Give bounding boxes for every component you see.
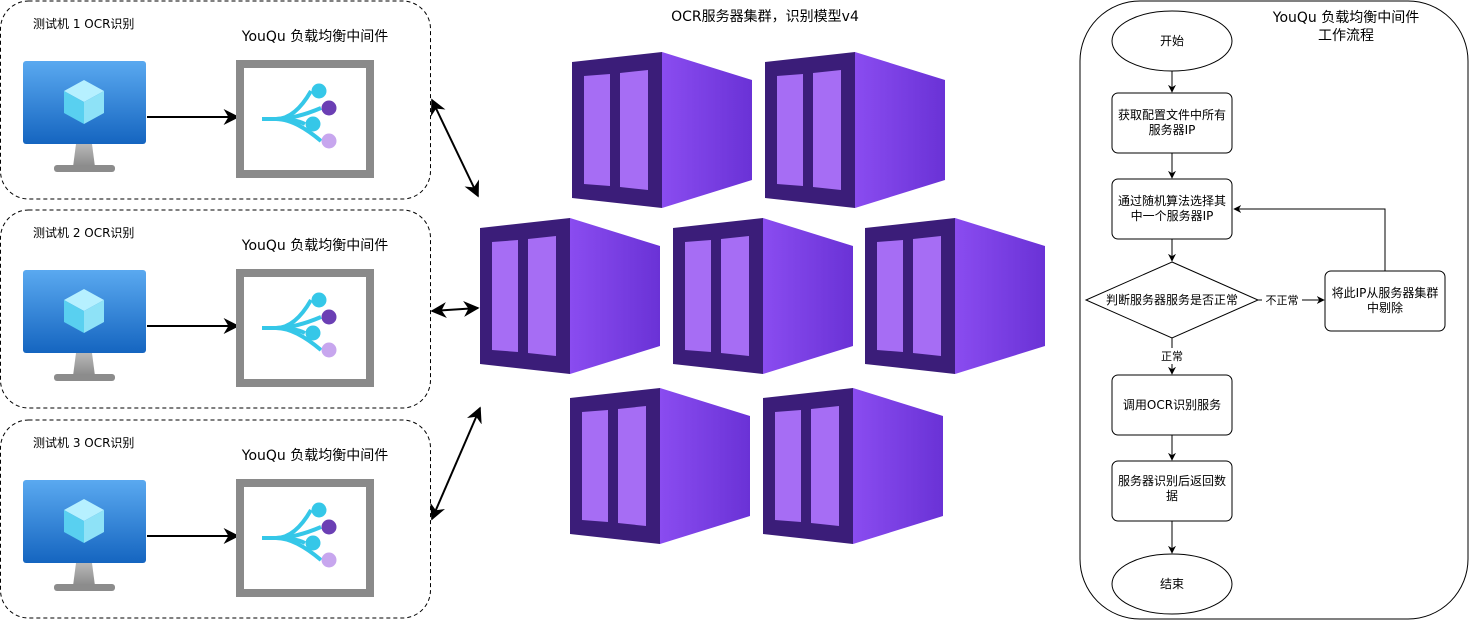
flow-no-label: 不正常 — [1266, 294, 1299, 307]
server-container-icon — [673, 218, 853, 374]
test-machine-label: 测试机 2 OCR识别 — [33, 225, 134, 240]
middleware-label: YouQu 负载均衡中间件 — [241, 448, 388, 464]
flow-step-get-ips-line2: 服务器IP — [1149, 122, 1196, 137]
flow-yes-label-bg — [1156, 348, 1188, 364]
connector-arrow-3 — [430, 406, 482, 521]
server-container-icon — [765, 52, 945, 208]
workflow-title-line2: 工作流程 — [1318, 28, 1374, 44]
middleware-icon — [236, 269, 374, 387]
flow-end-label: 结束 — [1160, 577, 1184, 591]
flow-step-random-select-line1: 通过随机算法选择其 — [1118, 193, 1226, 208]
workflow-title-line1: YouQu 负载均衡中间件 — [1272, 10, 1419, 26]
middleware-icon — [236, 60, 374, 178]
server-container-icon — [572, 52, 752, 208]
test-machine-label: 测试机 3 OCR识别 — [33, 435, 134, 450]
server-container-icon — [480, 218, 660, 374]
flow-no-label-bg — [1262, 292, 1302, 308]
flow-step-call-ocr-label: 调用OCR识别服务 — [1123, 397, 1221, 412]
flow-arrow-loop-back — [1233, 205, 1386, 271]
flow-yes-label: 正常 — [1161, 350, 1183, 363]
middleware-icon — [236, 479, 374, 597]
flow-step-remove-ip-line1: 将此IP从服务器集群 — [1332, 285, 1439, 300]
connector-arrow-2 — [430, 300, 480, 319]
server-container-icon — [763, 388, 943, 544]
monitor-icon — [23, 480, 146, 591]
monitor-icon — [23, 61, 146, 172]
server-container-icon — [570, 388, 750, 544]
connector-arrow-1 — [431, 98, 479, 198]
cluster-title: OCR服务器集群，识别模型v4 — [671, 8, 859, 25]
flow-step-return-data-line1: 服务器识别后返回数 — [1118, 473, 1226, 488]
flow-decision-label: 判断服务器服务是否正常 — [1106, 292, 1238, 307]
flow-start-label: 开始 — [1160, 34, 1184, 48]
monitor-icon — [23, 270, 146, 381]
test-machine-group-3: 测试机 3 OCR识别 YouQu 负载均衡中间件 — [0, 419, 431, 619]
test-machine-group-1: 测试机 1 OCR识别 YouQu 负载均衡中间件 — [0, 0, 431, 200]
flow-step-get-ips-line1: 获取配置文件中所有 — [1118, 107, 1226, 122]
middleware-label: YouQu 负载均衡中间件 — [241, 238, 388, 254]
flow-step-remove-ip-line2: 中剔除 — [1367, 300, 1403, 315]
test-machine-group-2: 测试机 2 OCR识别 YouQu 负载均衡中间件 — [0, 209, 431, 409]
flow-step-return-data-line2: 据 — [1166, 489, 1178, 503]
flow-step-random-select-line2: 中一个服务器IP — [1131, 208, 1214, 223]
test-machine-label: 测试机 1 OCR识别 — [33, 16, 134, 31]
server-container-icon — [865, 218, 1045, 374]
flow-end-node — [1111, 553, 1233, 615]
middleware-label: YouQu 负载均衡中间件 — [241, 29, 388, 45]
ocr-server-cluster — [480, 52, 1045, 544]
